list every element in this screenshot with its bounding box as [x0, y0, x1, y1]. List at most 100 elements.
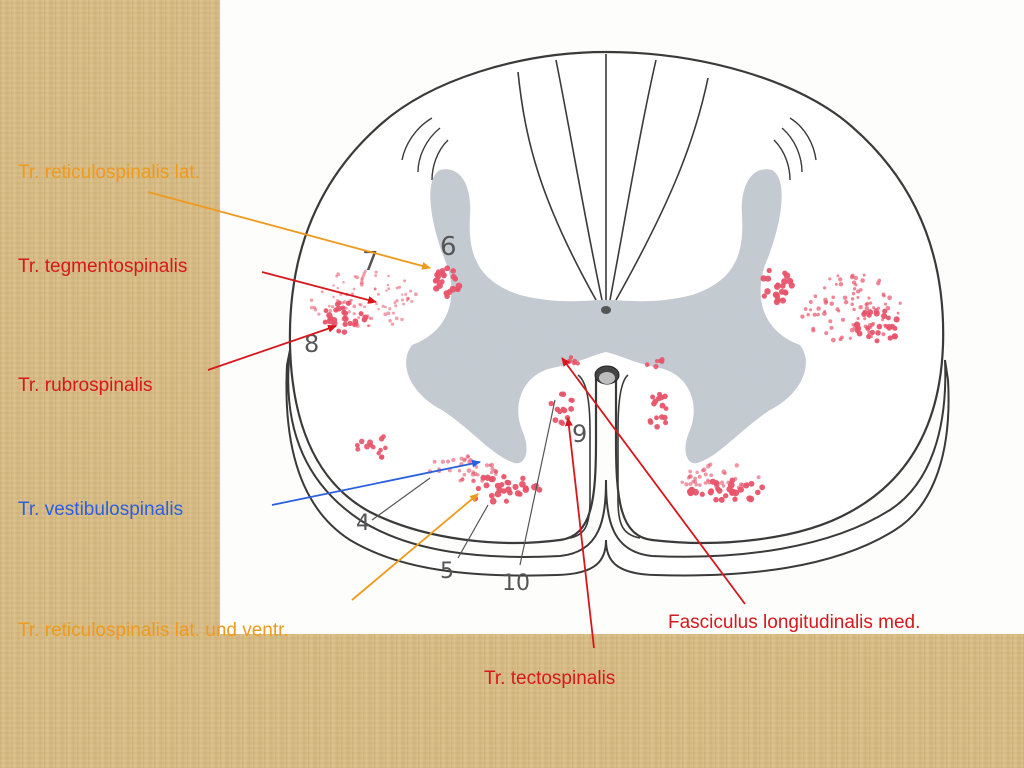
tract-dot [882, 308, 888, 314]
tract-dot [782, 270, 788, 276]
tract-dot [836, 274, 840, 278]
tract-dots [309, 265, 902, 505]
tract-dot [560, 421, 565, 426]
tract-dot [858, 304, 863, 310]
tract-dot [328, 308, 333, 313]
tract-dot [505, 480, 512, 486]
tract-dot [688, 482, 693, 486]
tract-dot [341, 329, 348, 335]
tract-dot [395, 286, 399, 290]
tract-dot [414, 292, 418, 297]
tract-dot [869, 329, 875, 336]
tract-dot [358, 438, 365, 445]
tract-dot [450, 273, 457, 280]
tract-dot [886, 324, 893, 331]
tract-dot [450, 268, 456, 274]
tract-dot [872, 306, 876, 310]
tract-dot [558, 391, 565, 397]
tract-dot [779, 297, 786, 304]
tract-dot [309, 305, 314, 310]
tract-dot [823, 310, 827, 313]
tract-dot [853, 322, 859, 328]
tract-dot [732, 496, 738, 502]
tract-dot [470, 472, 476, 477]
arrow-reticulospinalis-lat [147, 191, 431, 270]
tract-dot [653, 364, 659, 370]
tract-dot [865, 325, 871, 331]
tract-dot [657, 391, 662, 397]
central-canal [601, 306, 611, 314]
tract-dot [391, 311, 395, 315]
tract-dot [854, 327, 861, 334]
tract-dot [395, 299, 399, 303]
tract-dot [376, 450, 381, 456]
tract-dot [347, 320, 353, 327]
tract-dot [766, 267, 772, 274]
tract-dot [517, 491, 523, 497]
tract-dot [658, 414, 665, 420]
tract-dot [357, 316, 361, 320]
tract-dot [693, 476, 697, 481]
label-reticulospinalis-lat-ventr: Tr. reticulospinalis lat. und ventr. [18, 620, 289, 641]
tract-dot [358, 303, 361, 306]
tract-dot [644, 362, 650, 367]
tract-dot [648, 419, 654, 425]
tract-dot [812, 312, 817, 317]
tract-dot [772, 291, 780, 299]
tract-dot [837, 309, 841, 313]
tract-dot [406, 299, 409, 302]
tract-dot [891, 333, 899, 340]
tract-dot [695, 470, 699, 474]
number-8: 8 [304, 330, 319, 358]
tract-dot [483, 482, 490, 489]
tract-dot [385, 289, 388, 292]
tract-dot [718, 496, 725, 503]
tract-dot [651, 400, 657, 407]
tract-dot [499, 481, 505, 488]
tract-dot [813, 294, 818, 299]
tract-dot [866, 333, 872, 340]
tract-dot [566, 358, 573, 364]
number-9: 9 [572, 420, 587, 448]
tract-dot [336, 328, 342, 334]
tract-dot [345, 300, 351, 306]
tract-dot [781, 278, 788, 285]
tract-dot [554, 406, 561, 413]
tract-dot [489, 462, 495, 468]
tract-dot [876, 281, 881, 286]
tract-dot [843, 299, 849, 305]
tract-dot [862, 273, 866, 277]
tract-dot [386, 311, 391, 316]
tract-dot [447, 468, 452, 473]
tract-dot [876, 323, 883, 330]
tract-dot [713, 480, 720, 487]
tract-dot [851, 323, 855, 327]
tract-dot [885, 305, 891, 311]
tract-dot [715, 486, 721, 492]
tract-dot [840, 317, 846, 322]
arrow-vestibulospinalis [271, 459, 481, 506]
tract-dot [803, 307, 808, 311]
tract-dot [806, 313, 810, 317]
tract-dot [352, 312, 356, 316]
tract-dot [523, 485, 529, 491]
tract-dot [336, 300, 342, 306]
tract-dot [823, 286, 827, 290]
tract-dot [834, 282, 838, 286]
tract-dot [327, 304, 331, 308]
tract-dot [863, 317, 867, 321]
tract-dot [761, 293, 767, 299]
tract-dot [829, 325, 834, 330]
tract-dot [400, 317, 404, 322]
tract-dot [709, 473, 714, 478]
tract-dot [490, 466, 495, 472]
label-rubrospinalis: Tr. rubrospinalis [18, 375, 153, 396]
tract-dot [355, 446, 361, 452]
tract-dot [384, 305, 387, 309]
tract-dot [743, 482, 750, 489]
tract-dot [654, 415, 659, 421]
tract-dot [471, 478, 476, 483]
tract-dot [374, 270, 378, 274]
tract-dot [444, 293, 450, 300]
tract-dot [561, 407, 568, 414]
